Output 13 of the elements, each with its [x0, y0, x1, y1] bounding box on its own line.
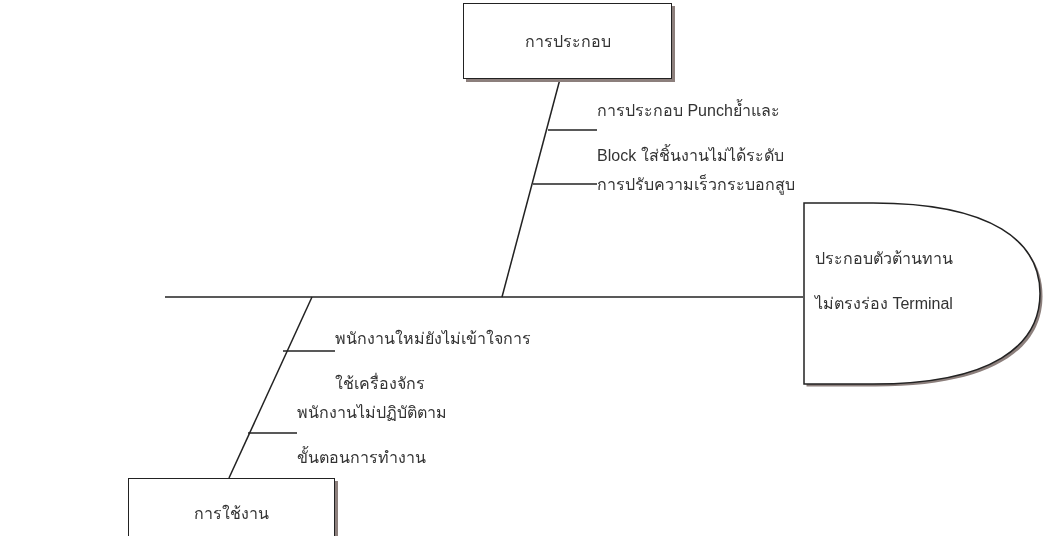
leader-line [247, 432, 298, 434]
category-box [463, 3, 672, 79]
bone-line [228, 296, 313, 479]
category-label: การใช้งาน [194, 503, 269, 524]
cause-text: การปรับความเร็วกระบอกสูบ [597, 162, 795, 207]
spine-line [164, 296, 804, 298]
leader-line [532, 183, 598, 185]
leader-line [282, 350, 336, 352]
leader-line [547, 129, 598, 131]
problem-text: ประกอบตัวต้านทาน ไม่ตรงร่อง Terminal [815, 249, 953, 314]
category-label: การประกอบ [524, 31, 611, 52]
category-box [128, 478, 335, 536]
cause-text: พนักงานไม่ปฏิบัติตาม ขั้นตอนการทำงาน [297, 390, 447, 480]
